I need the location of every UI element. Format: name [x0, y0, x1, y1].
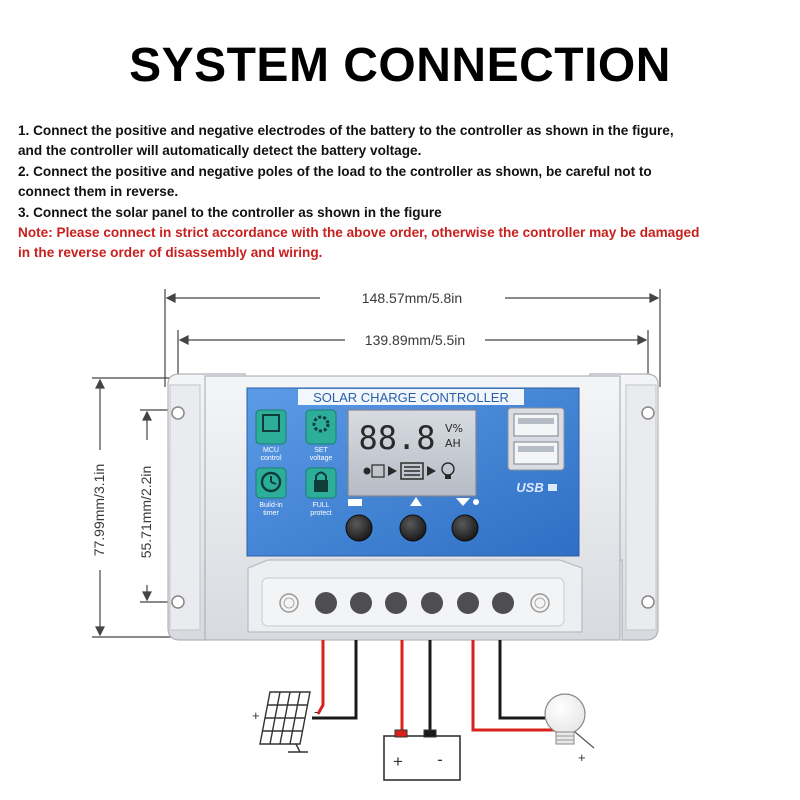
feature-label: Build-in — [259, 502, 282, 509]
feature-label: voltage — [310, 455, 333, 462]
lock-icon — [314, 480, 328, 492]
feature-label: SET — [314, 447, 328, 454]
warning-indicator-icon — [410, 497, 422, 506]
feature-label: timer — [263, 510, 279, 517]
usb-port[interactable] — [513, 413, 559, 437]
menu-button[interactable] — [345, 514, 373, 542]
controller-label: SOLAR CHARGE CONTROLLER — [313, 390, 509, 405]
instruction-line: connect them in reverse. — [18, 184, 179, 200]
bulb-icon — [544, 693, 595, 749]
usb-label: USB — [516, 480, 543, 495]
load-button[interactable] — [451, 514, 479, 542]
lcd-unit-bottom: AH — [445, 437, 461, 450]
note-line: in the reverse order of disassembly and … — [18, 245, 323, 261]
instructions-block: 1. Connect the positive and negative ele… — [18, 121, 788, 264]
lcd-display — [347, 409, 477, 497]
lcd-flow-icons — [363, 462, 455, 480]
battery-indicator-icon — [348, 499, 362, 506]
battery-minus-sign: - — [437, 750, 443, 769]
feature-label: MCU — [263, 447, 279, 454]
dimension-outer-width — [164, 289, 661, 387]
instruction-line: 1. Connect the positive and negative ele… — [18, 123, 674, 138]
set-button[interactable] — [399, 514, 427, 542]
feature-label: control — [260, 455, 281, 462]
note-line: Note: Please connect in strict accordanc… — [18, 225, 700, 241]
lcd-unit-top: V% — [445, 422, 463, 435]
feature-label: protect — [310, 510, 331, 517]
dimension-inner-width-label: 139.89mm/5.5in — [365, 332, 465, 348]
instruction-line: and the controller will automatically de… — [18, 143, 422, 159]
wiring — [312, 640, 557, 735]
instruction-line: 3. Connect the solar panel to the contro… — [18, 204, 442, 220]
feature-label: FULL — [312, 502, 329, 509]
load-plus-sign: + — [578, 750, 586, 765]
lcd-digits: 88.8 — [358, 419, 435, 457]
instruction-line: 2. Connect the positive and negative pol… — [18, 163, 652, 179]
solar-minus-sign: - — [314, 704, 318, 719]
dimension-outer-height — [92, 377, 172, 638]
page-title: SYSTEM CONNECTION — [129, 39, 671, 92]
dimension-inner-height-label: 55.71mm/2.2in — [138, 466, 154, 559]
chip-icon — [262, 414, 280, 432]
battery-icon — [383, 729, 461, 781]
usb-port[interactable] — [513, 441, 559, 465]
clock-icon — [260, 471, 282, 493]
terminal-screws — [279, 592, 550, 614]
dimension-outer-height-label: 77.99mm/3.1in — [91, 464, 107, 557]
front-panel: SOLAR CHARGE CONTROLLER MCU control SET … — [246, 387, 580, 557]
usb-icon — [548, 484, 557, 491]
load-indicator-icon — [456, 498, 470, 506]
dimension-outer-width-label: 148.57mm/5.8in — [362, 290, 462, 306]
solar-panel-icon — [259, 691, 311, 753]
solar-plus-sign: + — [252, 708, 260, 723]
battery-plus-sign: + — [393, 752, 403, 771]
gear-icon — [312, 415, 330, 433]
